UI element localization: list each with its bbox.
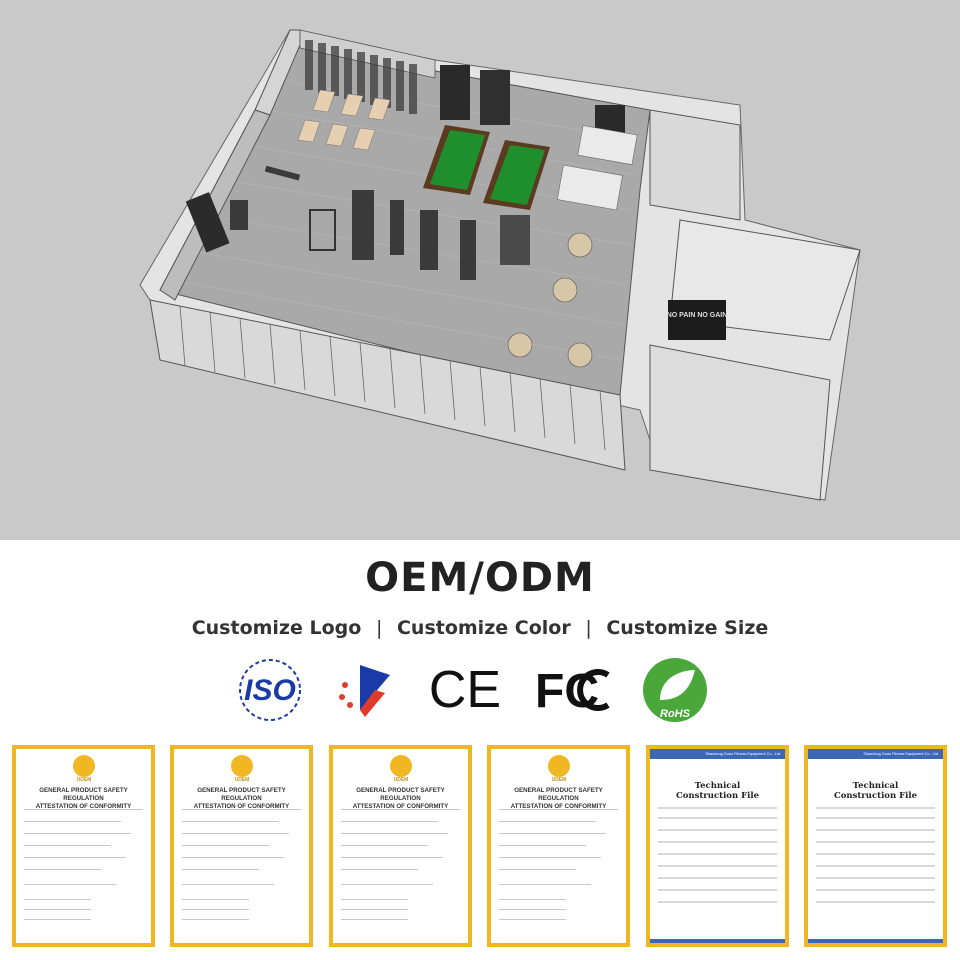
svg-text:UDEM: UDEM [76,777,91,783]
svg-text:UDEM: UDEM [551,777,566,783]
certificate-title: GENERAL PRODUCT SAFETY REGULATION ATTEST… [352,787,449,810]
technical-file-2: Shandong Guao Fitness Equipment Co., Ltd… [804,745,947,947]
iso-logo: ISO [230,655,310,725]
svg-text:RoHS: RoHS [660,708,691,720]
udem-logo-icon: UDEM [230,755,253,783]
ce-icon: CE [429,661,501,719]
svg-text:ISO: ISO [244,674,296,707]
certificate-title: GENERAL PRODUCT SAFETY REGULATION ATTEST… [35,787,132,810]
separator: | [585,617,592,639]
svg-text:UDEM: UDEM [393,777,408,783]
ce-logo: CE [425,655,505,725]
gym-render-illustration: NO PAIN NO GAIN [139,29,861,501]
certificate-3: UDEM GENERAL PRODUCT SAFETY REGULATION A… [329,745,472,947]
certificate-title: GENERAL PRODUCT SAFETY REGULATION ATTEST… [510,787,607,810]
svg-text:CE: CE [429,661,501,719]
customize-color-label: Customize Color [396,617,571,639]
tcf-header: Shandong Guao Fitness Equipment Co., Ltd… [808,749,943,759]
tcf-title: Technical Construction File [675,781,760,801]
gym-floorplan-render: NO PAIN NO GAIN [0,0,960,540]
svg-text:UDEM: UDEM [234,777,249,783]
iso-icon: ISO [239,659,301,721]
certificate-2: UDEM GENERAL PRODUCT SAFETY REGULATION A… [170,745,313,947]
certification-logos: ISO CE FC RoHS [0,655,960,725]
fcc-icon: FC [535,665,610,718]
rohs-leaf-icon: RoHS [643,658,707,722]
tcf-title: Technical Construction File [833,781,918,801]
technical-file-1: Shandong Guao Fitness Equipment Co., Ltd… [646,745,789,947]
tcf-header: Shandong Guao Fitness Equipment Co., Ltd… [650,749,785,759]
udem-logo-icon: UDEM [547,755,570,783]
separator: | [375,617,383,639]
udem-logo-icon: UDEM [72,755,95,783]
star-logo-icon [339,665,390,717]
udem-logo-icon: UDEM [389,755,412,783]
gym-sign-text: NO PAIN NO GAIN [667,312,728,319]
china-certification-logo [330,655,400,725]
fcc-logo: FC [530,655,615,725]
customize-logo-label: Customize Logo [191,617,362,639]
certificate-title: GENERAL PRODUCT SAFETY REGULATION ATTEST… [193,787,290,810]
rohs-logo: RoHS [640,655,710,725]
oem-odm-headline: OEM/ODM [365,555,595,601]
customize-size-label: Customize Size [606,617,769,639]
certificate-1: UDEM GENERAL PRODUCT SAFETY REGULATION A… [12,745,155,947]
certificate-4: UDEM GENERAL PRODUCT SAFETY REGULATION A… [487,745,630,947]
customize-options: Customize Logo | Customize Color | Custo… [0,617,960,639]
